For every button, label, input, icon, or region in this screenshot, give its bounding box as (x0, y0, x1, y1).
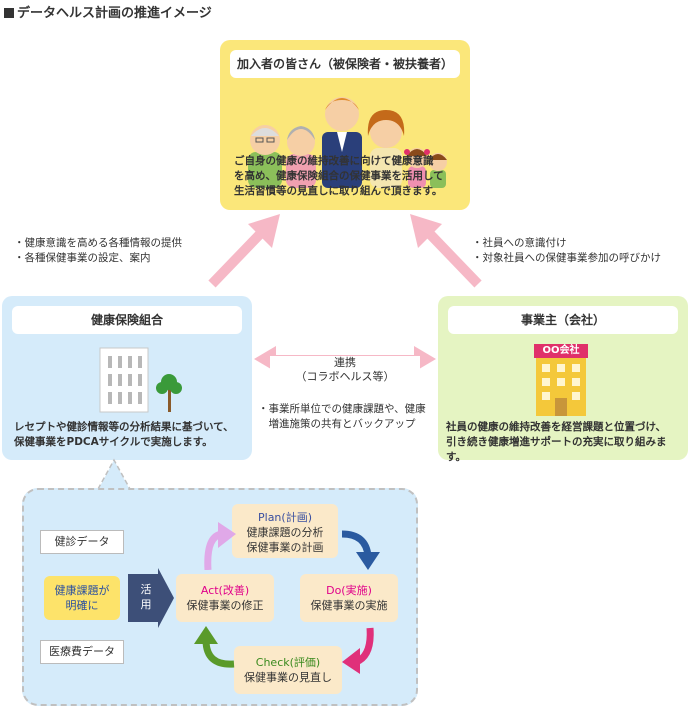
insurer-desc: レセプトや健診情報等の分析結果に基づいて、 保健事業をPDCAサイクルで実施しま… (14, 421, 234, 448)
arrow-act-to-plan (204, 522, 236, 570)
boy-figure (429, 153, 447, 188)
arrow-do-to-check (342, 627, 374, 674)
mother-figure (367, 110, 405, 188)
employer-label: 事業主（会社） (448, 306, 678, 334)
medical-cost-data-label: 医療費データ (40, 640, 124, 664)
members-label: 加入者の皆さん（被保険者・被扶養者） (230, 50, 460, 78)
insurer-label: 健康保険組合 (12, 306, 242, 334)
arrow-employer-to-members (410, 214, 482, 288)
insurer-to-members-note: ・健康意識を高める各種情報の提供 ・各種保健事業の設定、案内 (14, 237, 182, 264)
employer-box: 事業主（会社） OO会社 社員の健康の維持改善を経営課題と位置づけ、 引き続き健… (438, 296, 688, 463)
pdca-bubble: 健診データ 健康課題が 明確に 医療費データ 活 用 Plan(計画) 健康課題… (22, 488, 418, 706)
company-sign: OO会社 (534, 344, 588, 358)
arrow-check-to-act (194, 626, 235, 668)
grandma-figure (286, 126, 316, 188)
act-heading: Act(改善) (200, 584, 250, 597)
do-card: Do(実施) 保健事業の実施 (300, 574, 398, 622)
apply-label: 活 用 (140, 583, 152, 611)
checkup-data-label: 健診データ (40, 530, 124, 554)
collab-label: 連携 （コラボヘルス等） (270, 356, 420, 384)
bubble-pointer (97, 458, 131, 490)
members-box: 加入者の皆さん（被保険者・被扶養者） (220, 40, 470, 210)
apply-arrow (128, 568, 174, 628)
employer-desc: 社員の健康の維持改善を経営課題と位置づけ、 引き続き健康増進サポートの充実に取り… (446, 421, 667, 463)
arrow-plan-to-do (341, 530, 380, 570)
members-desc: ご自身の健康の維持改善に向けて健康意識 を高め、健康保険組合の保健事業を活用して… (234, 155, 444, 197)
plan-heading: Plan(計画) (258, 511, 312, 524)
insurer-building-icon (99, 347, 182, 413)
girl-figure (404, 148, 430, 188)
check-heading: Check(評価) (255, 656, 321, 669)
family-illustration (248, 97, 447, 188)
building-body (536, 358, 586, 416)
issues-clear-badge: 健康課題が 明確に (44, 576, 120, 620)
check-card: Check(評価) 保健事業の見直し (234, 646, 342, 694)
do-heading: Do(実施) (326, 584, 372, 597)
collab-note: ・事業所単位での健康課題や、健康 増進施策の共有とバックアップ (258, 403, 426, 430)
act-card: Act(改善) 保健事業の修正 (176, 574, 274, 622)
father-figure (322, 97, 362, 188)
grandpa-figure (248, 125, 282, 188)
arrow-insurer-to-members (208, 214, 280, 288)
company-building-icon: OO会社 (534, 344, 588, 416)
insurer-box: 健康保険組合 レセプトや健診情報等の分析結果に基づいて、 保健事業をPDCAサイ… (2, 296, 252, 460)
page-title: データヘルス計画の推進イメージ (4, 2, 212, 21)
employer-to-members-note: ・社員への意識付け ・対象社員への保健事業参加の呼びかけ (472, 237, 661, 264)
plan-card: Plan(計画) 健康課題の分析 保健事業の計画 (232, 504, 338, 558)
